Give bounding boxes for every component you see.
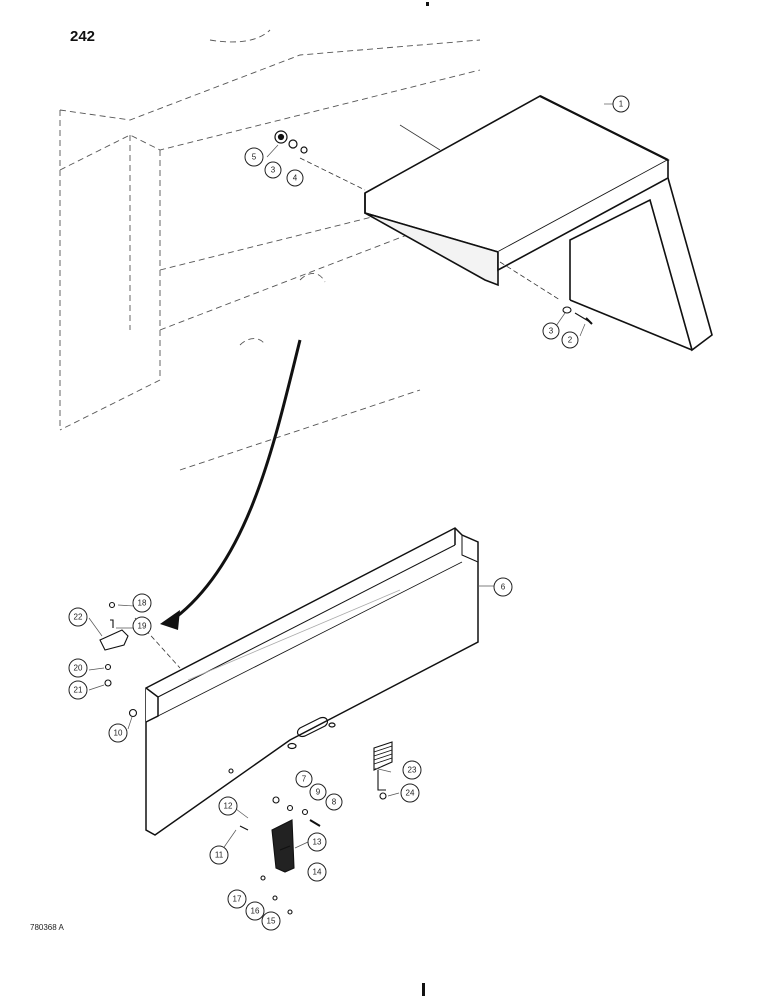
side-panel <box>145 527 479 836</box>
callout-13: 13 <box>307 832 327 852</box>
latch-hardware <box>228 741 393 915</box>
panel-highlight <box>187 589 401 681</box>
callout-3b: 3 <box>542 322 560 340</box>
callout-10-number: 10 <box>114 729 123 738</box>
callout-6: 6 <box>493 577 513 597</box>
callout-23: 23 <box>402 760 422 780</box>
top-mark <box>426 2 429 6</box>
callout-3a-number: 3 <box>271 166 276 175</box>
callout-20: 20 <box>68 658 88 678</box>
callout-16-number: 16 <box>251 907 260 916</box>
callout-18: 18 <box>132 593 152 613</box>
callout-11: 11 <box>209 845 229 865</box>
callout-8-number: 8 <box>332 798 337 807</box>
fender-hardware-lower <box>562 306 593 325</box>
callout-15: 15 <box>261 911 281 931</box>
fender-hardware-upper <box>274 130 308 154</box>
callout-21: 21 <box>68 680 88 700</box>
callout-12-number: 12 <box>224 802 233 811</box>
callout-23-number: 23 <box>408 766 417 775</box>
figure-code: 780368 A <box>30 923 64 932</box>
callout-17: 17 <box>227 889 247 909</box>
callout-15-number: 15 <box>267 917 276 926</box>
callout-22-number: 22 <box>74 613 83 622</box>
leader-line <box>399 124 441 151</box>
callout-2: 2 <box>561 331 579 349</box>
leader-line <box>499 261 561 301</box>
footer-mark <box>422 983 425 996</box>
callout-11-number: 11 <box>215 851 224 860</box>
callout-22: 22 <box>68 607 88 627</box>
callout-9-number: 9 <box>316 788 321 797</box>
callout-4-number: 4 <box>293 174 298 183</box>
callout-21-number: 21 <box>74 686 83 695</box>
callout-14-number: 14 <box>313 868 322 877</box>
callout-19: 19 <box>132 616 152 636</box>
fender-cover <box>364 95 713 352</box>
callout-18-number: 18 <box>138 599 147 608</box>
panel-slot <box>287 717 336 750</box>
leader-line <box>299 157 366 191</box>
callout-7-number: 7 <box>302 775 307 784</box>
machine-body-outline <box>59 29 481 471</box>
callout-3a: 3 <box>264 161 282 179</box>
callout-4: 4 <box>286 169 304 187</box>
callout-13-number: 13 <box>313 838 322 847</box>
page-number: 242 <box>70 28 96 45</box>
callout-8: 8 <box>325 793 343 811</box>
callout-24-number: 24 <box>406 789 415 798</box>
callout-1: 1 <box>612 95 630 113</box>
callout-7: 7 <box>295 770 313 788</box>
arrow-head <box>160 610 180 630</box>
callout-5: 5 <box>244 147 264 167</box>
callout-24: 24 <box>400 783 420 803</box>
callout-12: 12 <box>218 796 238 816</box>
callout-9: 9 <box>309 783 327 801</box>
callout-16: 16 <box>245 901 265 921</box>
callout-14: 14 <box>307 862 327 882</box>
callout-6-number: 6 <box>501 583 506 592</box>
callout-2-number: 2 <box>568 336 573 345</box>
callout-20-number: 20 <box>74 664 83 673</box>
callout-19-number: 19 <box>138 622 147 631</box>
callout-10: 10 <box>108 723 128 743</box>
callout-17-number: 17 <box>233 895 242 904</box>
detail-arrow <box>174 339 302 620</box>
bracket-hardware <box>99 601 138 718</box>
callout-1-number: 1 <box>619 100 624 109</box>
callout-3b-number: 3 <box>549 327 554 336</box>
callout-5-number: 5 <box>252 153 257 162</box>
